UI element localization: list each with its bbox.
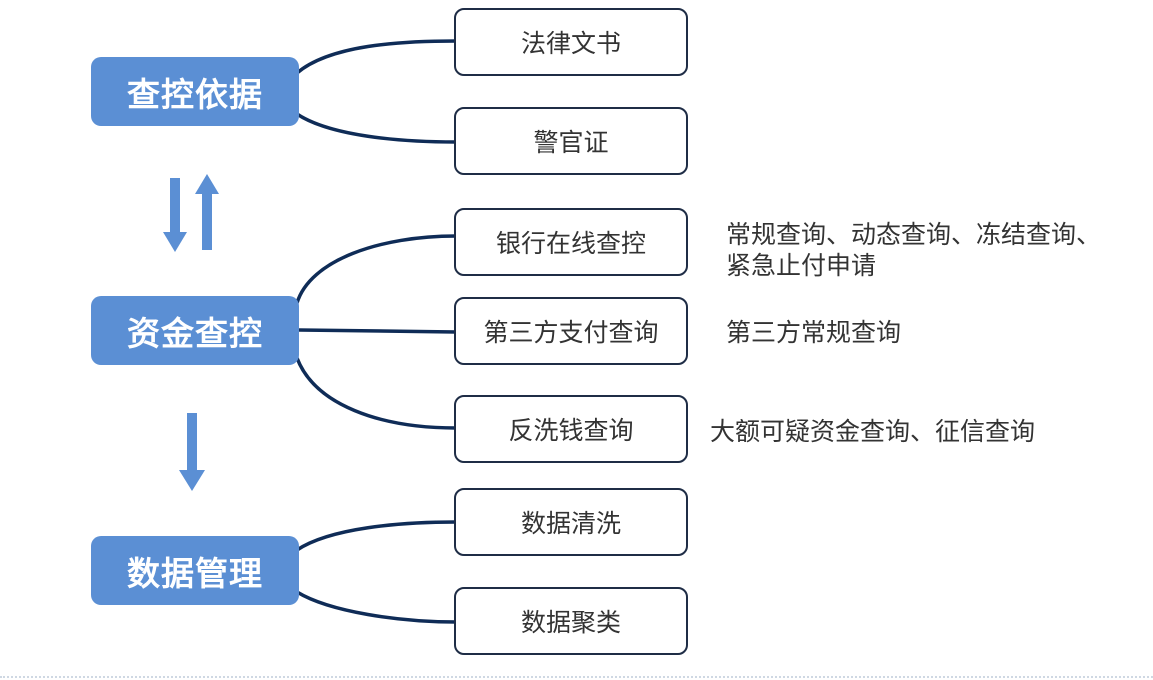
note-bank-online-line1: 常规查询、动态查询、冻结查询、 [726,220,1102,249]
main-node-data: 数据管理 [91,536,299,605]
sub-node-data-clustering: 数据聚类 [454,587,688,655]
main-node-basis: 查控依据 [91,57,299,126]
sub-node-aml: 反洗钱查询 [454,395,688,463]
sub-node-legal-docs: 法律文书 [454,8,688,76]
sub-node-third-party: 第三方支付查询 [454,297,688,365]
connector-data-clustering [296,590,457,624]
bottom-divider [0,676,1153,678]
main-node-funds: 资金查控 [91,296,299,365]
note-third-party: 第三方常规查询 [726,318,902,347]
up-down-arrows-icon [163,174,219,252]
connector-funds-aml [295,357,457,430]
connector-data-cleaning [296,520,457,552]
connector-basis-legal-docs [295,39,457,75]
note-bank-online-line2: 紧急止付申请 [726,251,877,280]
sub-node-data-cleaning: 数据清洗 [454,488,688,556]
connector-basis-police-id [296,112,457,144]
note-aml: 大额可疑资金查询、征信查询 [710,417,1036,446]
connector-funds-bank-online [295,234,457,304]
sub-node-police-id: 警官证 [454,107,688,175]
down-arrow-icon [179,413,205,491]
sub-node-bank-online: 银行在线查控 [454,208,688,276]
connector-funds-third-party [298,328,457,334]
